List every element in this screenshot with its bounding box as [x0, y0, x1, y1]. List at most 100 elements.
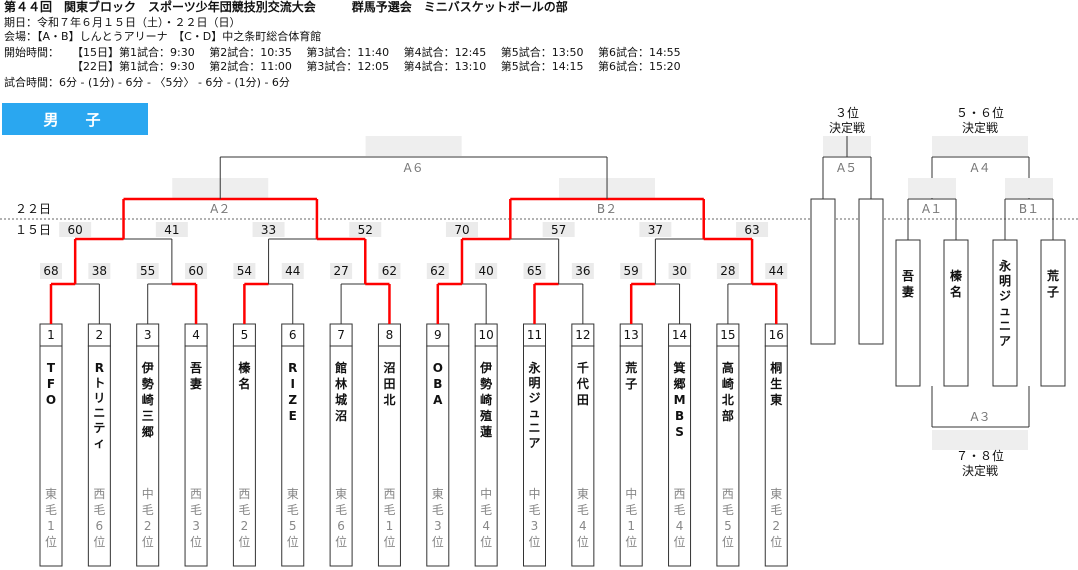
team-number: 8: [386, 328, 394, 342]
score-box: [639, 222, 672, 237]
team-seed: 位: [190, 534, 202, 549]
team-name: 永: [527, 360, 540, 375]
score-box: [349, 222, 382, 237]
team-seed: 東: [770, 487, 782, 501]
team-seed: 毛: [528, 503, 540, 517]
score-label: 44: [285, 264, 300, 278]
team-name: 東: [770, 392, 782, 407]
score-box: [378, 263, 401, 279]
team-seed: 位: [93, 534, 105, 549]
team-seed: 毛: [238, 503, 250, 517]
team-name: 田: [577, 393, 589, 407]
team-box: [619, 345, 643, 567]
game-time: 試合時間：6分 - (1分) - 6分 - 〈5分〉 - 6分 - (1分) -…: [4, 76, 290, 89]
score-box: [523, 263, 546, 279]
score-label: 41: [164, 223, 179, 237]
start-times-15: 【15日】第1試合：9:30 第2試合：10:35 第3試合：11:40 第4試…: [72, 46, 681, 59]
team-name: M: [674, 393, 686, 407]
team-seed: 東: [335, 487, 347, 501]
score-box: [40, 263, 62, 279]
team-seed: 2: [772, 519, 780, 533]
score-label: 60: [68, 223, 83, 237]
consolation-sub-label: B１: [1019, 202, 1039, 216]
team-name: 勢: [480, 376, 492, 391]
score-label: 65: [527, 264, 542, 278]
team-name: 勢: [142, 376, 154, 391]
team-seed: 3: [434, 519, 442, 533]
team-seed: 位: [287, 534, 299, 549]
team-name: 三: [142, 409, 154, 423]
team-seed: 位: [432, 534, 444, 549]
team-box: [281, 345, 305, 567]
team-seed: 東: [45, 487, 57, 501]
team-box: [39, 345, 63, 567]
score-box: [136, 263, 159, 279]
team-name: 沼: [383, 361, 395, 375]
team-name: 蓮: [480, 424, 492, 439]
team-name: 吾: [190, 360, 202, 375]
fifth-place-title: 決定戦: [962, 120, 998, 135]
team-seed: 3: [531, 519, 539, 533]
team-seed: 西: [383, 487, 395, 501]
score-label: 38: [92, 264, 107, 278]
team-name: R: [95, 361, 104, 375]
team-name: ュ: [528, 406, 540, 420]
score-box: [765, 263, 788, 279]
team-number: 9: [434, 328, 442, 342]
team-seed: 毛: [142, 503, 154, 517]
team-name: 千: [577, 360, 589, 375]
team-seed: 毛: [45, 503, 57, 517]
team-seed: 中: [142, 486, 154, 501]
team-seed: 位: [335, 534, 347, 549]
team-number: 6: [289, 328, 297, 342]
score-box: [620, 263, 643, 279]
team-name: R: [288, 361, 297, 375]
team-seed: 中: [625, 486, 637, 501]
team-name: 箕: [674, 360, 686, 375]
team-name: 殖: [479, 408, 492, 423]
team-number: 16: [769, 328, 784, 342]
team-name: 部: [722, 408, 734, 423]
team-seed: 毛: [625, 503, 637, 517]
team-name: 崎: [480, 392, 492, 407]
match-label-bg: [908, 178, 956, 198]
team-seed: 西: [238, 487, 250, 501]
start-label: 開始時間：: [4, 46, 59, 59]
team-seed: 中: [480, 486, 492, 501]
team-number: 5: [241, 328, 249, 342]
team-name: 城: [335, 392, 347, 407]
seventh-place-title: ７・８位: [956, 448, 1004, 463]
fifth-place-match: A４: [970, 161, 990, 175]
score-box: [233, 263, 256, 279]
score-box: [668, 263, 691, 279]
team-name: 田: [383, 377, 395, 391]
team-name: 崎: [142, 392, 154, 407]
score-box: [330, 263, 353, 279]
team-seed: 6: [337, 519, 345, 533]
seventh-place-title: 決定戦: [962, 463, 998, 478]
team-seed: 位: [770, 534, 782, 549]
team-name: F: [47, 377, 55, 391]
team-name: 郷: [142, 425, 154, 439]
team-number: 3: [144, 328, 152, 342]
score-box: [88, 263, 111, 279]
team-name: ニ: [528, 421, 540, 435]
team-seed: 1: [386, 519, 394, 533]
team-name: 沼: [335, 409, 347, 423]
team-name: テ: [93, 421, 105, 435]
score-box: [426, 263, 449, 279]
consolation-team-name: ニ: [999, 319, 1011, 333]
team-seed: 毛: [674, 503, 686, 517]
team-box: [1040, 239, 1066, 387]
team-box: [716, 345, 740, 567]
team-seed: 位: [674, 534, 686, 549]
team-box: [810, 198, 836, 345]
score-label: 63: [744, 223, 759, 237]
team-name: B: [433, 377, 442, 391]
score-label: 68: [43, 264, 58, 278]
team-seed: 毛: [383, 503, 395, 517]
team-name: ア: [528, 436, 540, 450]
team-seed: 東: [577, 487, 589, 501]
consolation-team-name: 明: [999, 274, 1011, 288]
team-seed: 西: [93, 487, 105, 501]
